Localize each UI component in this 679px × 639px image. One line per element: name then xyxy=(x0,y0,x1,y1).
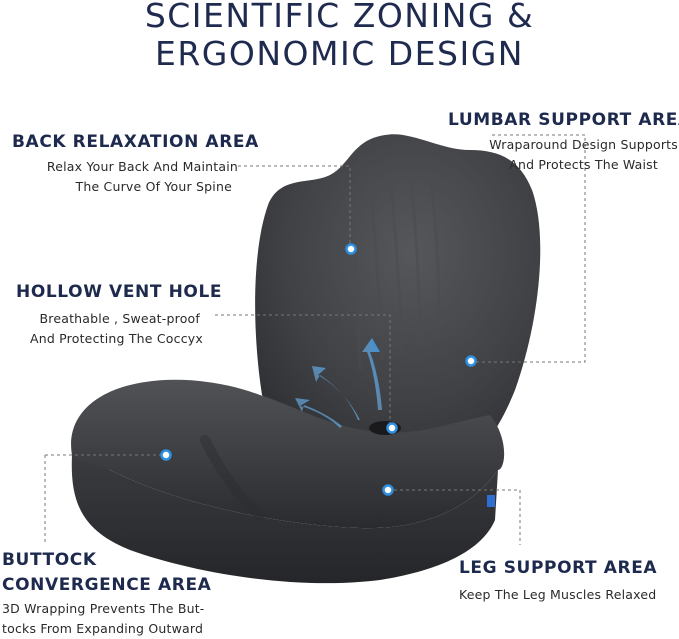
callout-heading: LEG SUPPORT AREA xyxy=(459,558,658,578)
callout-hollow-vent: HOLLOW VENT HOLE Breathable , Sweat-proo… xyxy=(16,281,222,349)
seat-top xyxy=(71,379,505,529)
callout-buttock-convergence: BUTTOCK CONVERGENCE AREA 3D Wrapping Pre… xyxy=(2,549,211,639)
callout-desc-2: And Protects The Waist xyxy=(509,157,658,172)
title-line-1: SCIENTIFIC ZONING & xyxy=(144,0,535,35)
callout-desc-1: 3D Wrapping Prevents The But- xyxy=(2,601,205,616)
zone-dots xyxy=(160,243,477,496)
title-line-2: ERGONOMIC DESIGN xyxy=(155,34,524,73)
callout-desc-1: Breathable , Sweat-proof xyxy=(39,311,200,326)
callout-desc-1: Relax Your Back And Maintain xyxy=(46,159,238,174)
callout-heading: BACK RELAXATION AREA xyxy=(12,132,259,152)
callout-desc-1: Keep The Leg Muscles Relaxed xyxy=(459,587,657,602)
leader-lines xyxy=(44,134,586,545)
callout-desc-2: tocks From Expanding Outward xyxy=(2,621,204,636)
airflow-arrows xyxy=(295,338,382,428)
callout-back-relaxation: BACK RELAXATION AREA Relax Your Back And… xyxy=(12,131,259,197)
callout-heading-1: BUTTOCK xyxy=(2,550,97,570)
callout-leg-support: LEG SUPPORT AREA Keep The Leg Muscles Re… xyxy=(459,557,657,605)
callout-heading-2: CONVERGENCE AREA xyxy=(2,575,212,595)
callout-desc-1: Wraparound Design Supports xyxy=(489,137,678,152)
seat-front xyxy=(71,455,498,584)
callout-desc-2: And Protecting The Coccyx xyxy=(29,331,203,346)
callout-desc-2: The Curve Of Your Spine xyxy=(75,179,232,194)
backrest-ribs xyxy=(348,171,441,371)
callout-lumbar-support: LUMBAR SUPPORT AREA Wraparound Design Su… xyxy=(448,109,679,175)
backrest xyxy=(255,134,541,471)
callout-heading: HOLLOW VENT HOLE xyxy=(16,282,223,302)
callout-heading: LUMBAR SUPPORT AREA xyxy=(448,110,679,130)
brand-tag xyxy=(487,495,495,507)
